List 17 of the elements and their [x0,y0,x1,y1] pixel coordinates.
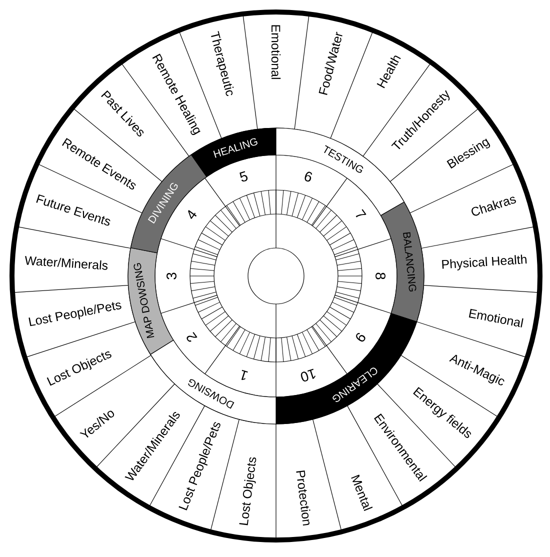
sector-label: Emotional [271,25,281,79]
sector-label: Lost Objects [239,457,256,526]
sector-number: 7 [356,209,366,218]
sector-number: 2 [186,332,198,342]
sector-number: 1 [241,370,248,380]
sector-label: Water/Minerals [25,256,108,270]
sector-label: Emotional [468,308,524,328]
sector-number: 10 [300,368,316,382]
sector-label: Protection [296,470,310,526]
sector-number: 6 [304,172,312,182]
sector-label: Physical Health [442,254,527,270]
sector-label: Chakras [472,196,516,216]
sector-number: 9 [356,333,366,342]
sector-number: 3 [166,272,176,280]
sector-label: Future Events [36,194,110,226]
sector-number: 4 [188,210,197,220]
sector-label: Lost People/Pets [28,302,122,326]
